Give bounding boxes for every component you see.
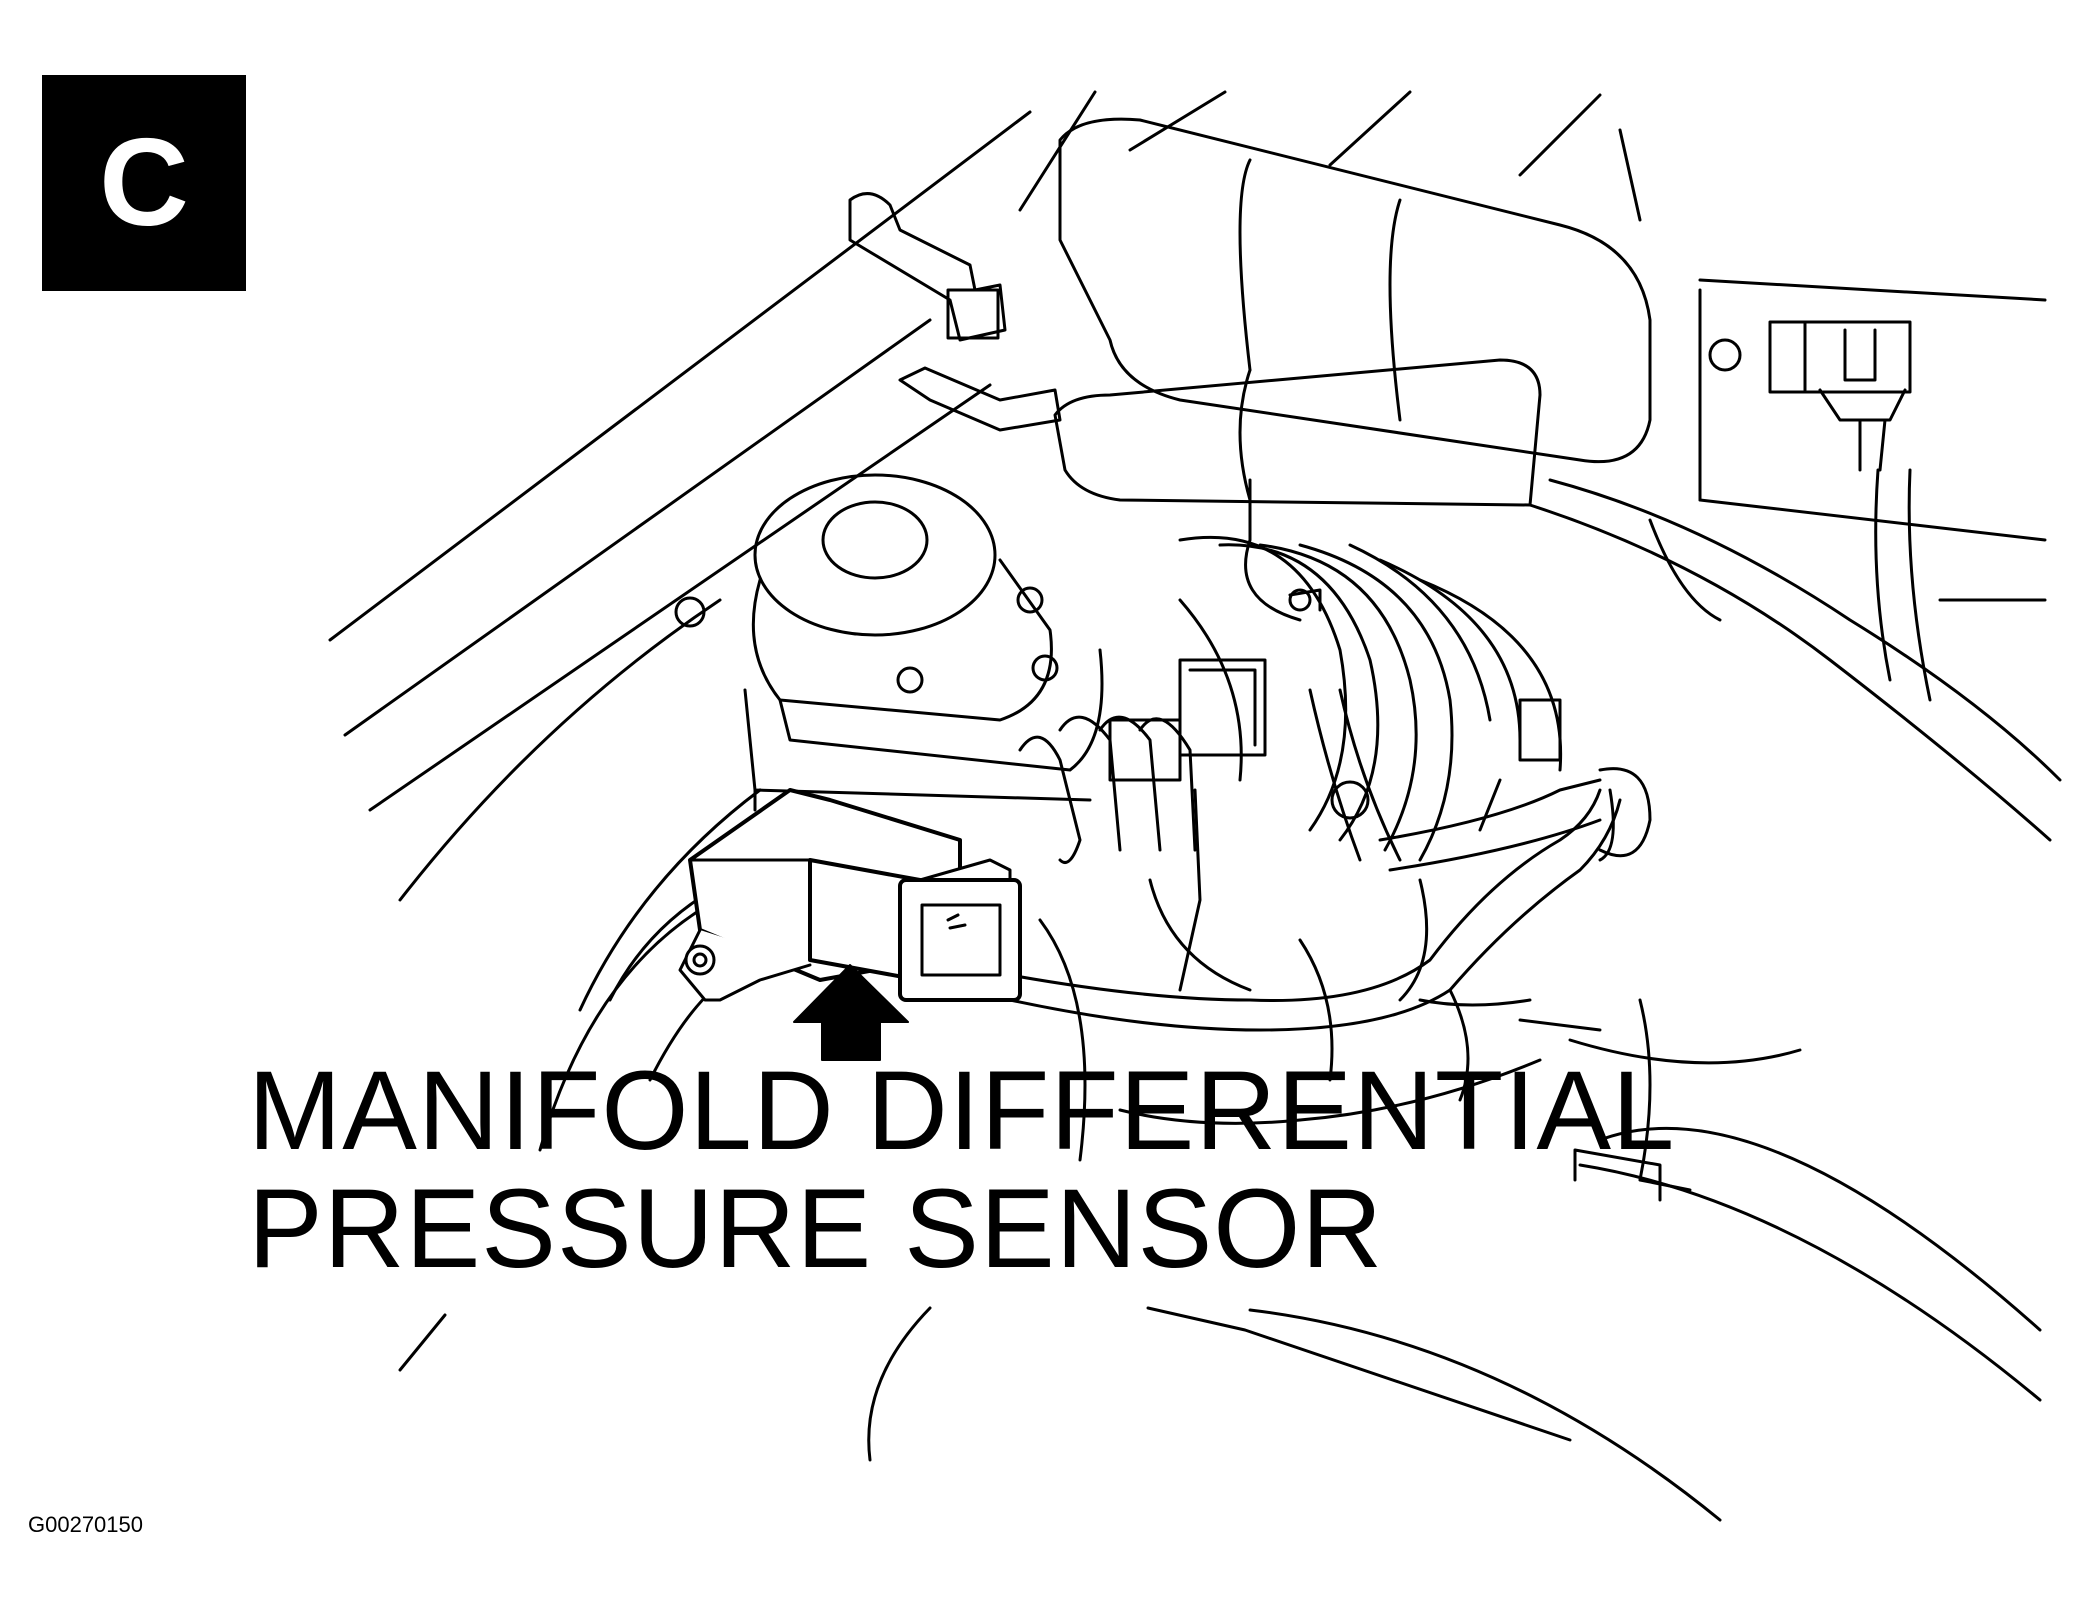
- pressure-sensor: [678, 788, 1022, 1002]
- center-connectors: [1108, 658, 1402, 862]
- vacuum-hoses: [1018, 478, 1322, 992]
- figure-letter-badge: C: [42, 75, 246, 291]
- callout-line-2: PRESSURE SENSOR: [248, 1166, 1384, 1291]
- intake-hose: [1053, 358, 2062, 842]
- right-tubes: [1330, 698, 1802, 1065]
- figure-id: G00270150: [28, 1512, 143, 1537]
- throttle-body: [674, 473, 1104, 812]
- air-intake-duct: [1058, 117, 2047, 622]
- indicator-arrow: [793, 964, 909, 1061]
- upper-bracket: [848, 192, 1062, 432]
- figure-letter: C: [99, 114, 189, 252]
- harness-connector-right: [1708, 320, 1932, 702]
- fender-lines: [328, 90, 2042, 1522]
- sensor-vacuum-hose: [1008, 788, 1622, 1032]
- sensor-callout-label: MANIFOLD DIFFERENTIAL PRESSURE SENSOR: [248, 1052, 1675, 1288]
- callout-line-1: MANIFOLD DIFFERENTIAL: [248, 1048, 1676, 1173]
